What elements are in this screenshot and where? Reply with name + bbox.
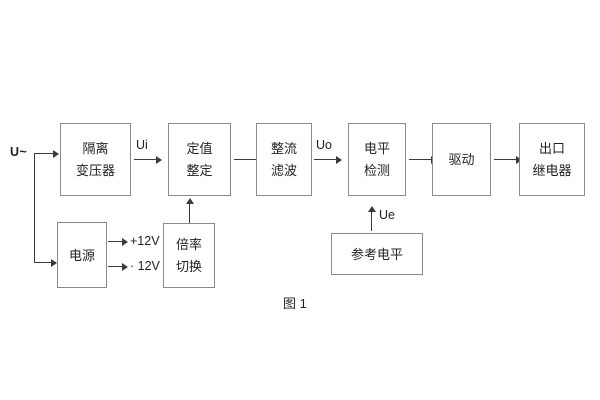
block-output-relay-line1: 出口 <box>538 141 565 156</box>
line-reference-to-level-detect <box>371 210 372 231</box>
block-setting-value-line2: 整定 <box>186 163 213 178</box>
line-power-supply-positive <box>108 241 124 242</box>
arrow-into-power-supply-icon <box>51 258 57 267</box>
arrow-reference-to-level-detect-icon <box>367 206 376 212</box>
arrow-into-transformer-icon <box>53 149 59 158</box>
line-transformer-to-setting <box>134 159 158 160</box>
block-isolation-transformer-line2: 变压器 <box>75 163 115 178</box>
block-multiplier-switch-line1: 倍率 <box>175 237 202 252</box>
input-voltage-label: U~ <box>10 145 28 159</box>
line-setting-to-rectify <box>234 159 258 160</box>
arrow-rectify-to-level-detect-icon <box>336 155 342 164</box>
arrow-power-supply-positive-icon <box>122 237 128 246</box>
block-level-detect[interactable]: 电平 检测 <box>348 123 406 196</box>
block-level-detect-line2: 检测 <box>363 163 390 178</box>
arrow-power-supply-negative-icon <box>122 262 128 271</box>
block-power-supply-line1: 电源 <box>68 247 95 263</box>
block-multiplier-switch[interactable]: 倍率 切换 <box>163 223 215 288</box>
line-level-detect-to-drive <box>409 159 433 160</box>
block-output-relay[interactable]: 出口 继电器 <box>519 123 585 196</box>
branch-to-transformer-line <box>34 153 54 154</box>
block-output-relay-line2: 继电器 <box>532 163 572 178</box>
arrow-multiplier-to-setting-icon <box>185 198 194 204</box>
block-setting-value[interactable]: 定值 整定 <box>168 123 231 196</box>
block-setting-value-line1: 定值 <box>186 141 213 156</box>
supply-positive-label: +12V <box>130 234 160 248</box>
line-rectify-to-level-detect <box>314 159 338 160</box>
block-isolation-transformer-line1: 隔离 <box>82 141 109 156</box>
branch-to-power-supply-line <box>34 262 56 263</box>
block-drive-line1: 驱动 <box>448 152 475 167</box>
block-rectify-filter-line2: 滤波 <box>270 163 297 178</box>
supply-negative-label: · 12V <box>130 259 160 273</box>
line-drive-to-output-relay <box>494 159 518 160</box>
signal-label-ui: Ui <box>136 138 148 152</box>
block-multiplier-switch-line2: 切换 <box>175 259 202 274</box>
block-drive[interactable]: 驱动 <box>432 123 491 196</box>
block-rectify-filter-line1: 整流 <box>270 141 297 156</box>
block-level-detect-line1: 电平 <box>363 141 390 156</box>
line-multiplier-to-setting <box>189 202 190 223</box>
line-power-supply-negative <box>108 266 124 267</box>
input-branch-vertical-line <box>34 153 35 262</box>
block-power-supply[interactable]: 电源 <box>57 222 107 288</box>
block-rectify-filter[interactable]: 整流 滤波 <box>256 123 312 196</box>
signal-label-ue: Ue <box>379 208 395 222</box>
block-isolation-transformer[interactable]: 隔离 变压器 <box>60 123 131 196</box>
signal-label-uo: Uo <box>316 138 332 152</box>
arrow-transformer-to-setting-icon <box>156 155 162 164</box>
figure-caption: 图 1 <box>283 296 307 311</box>
block-reference-level[interactable]: 参考电平 <box>331 233 423 275</box>
block-reference-level-line1: 参考电平 <box>350 246 403 262</box>
